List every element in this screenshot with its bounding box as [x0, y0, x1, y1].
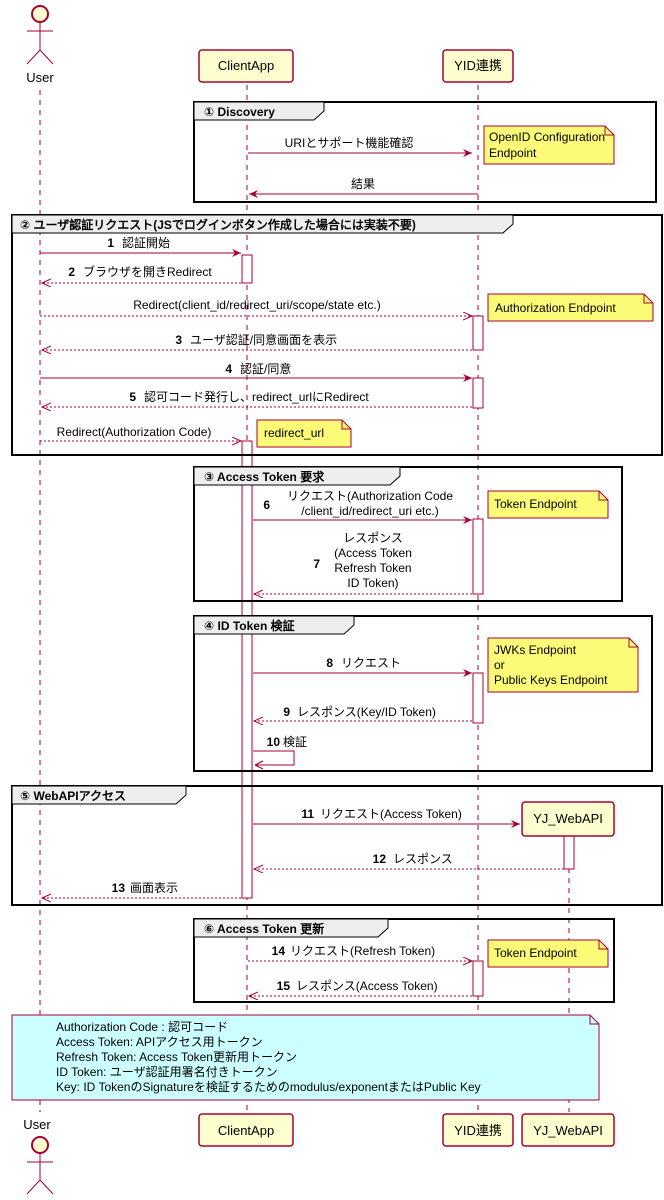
msg-14-num: 14: [272, 944, 286, 958]
group-discovery-label: ① Discovery: [204, 105, 275, 119]
msg-1: 認証開始: [122, 235, 170, 250]
msg-14: リクエスト(Refresh Token): [290, 944, 435, 958]
webapi-box-created: [521, 801, 615, 837]
msg-8-num: 8: [326, 656, 333, 670]
group-access-token-request: ③ Access Token 要求: [193, 466, 623, 602]
group-webapi-access: ⑤ WebAPIアクセス: [11, 785, 663, 906]
msg-discovery-result: 結果: [351, 177, 375, 191]
msg-10: 検証: [283, 735, 307, 749]
msg-11-num: 11: [301, 807, 314, 821]
note-openid-config: OpenID Configuration Endpoint: [483, 125, 615, 165]
msg-13: 画面表示: [130, 881, 178, 895]
note-token-endpoint-2-text: Token Endpoint: [494, 946, 577, 960]
note-token-endpoint-1: Token Endpoint: [487, 490, 609, 519]
msg-11: リクエスト(Access Token): [320, 807, 462, 821]
yid-box-top: [442, 49, 514, 83]
webapi-box-bottom: [521, 1113, 615, 1147]
legend-line-2: Access Token: APIアクセス用トークン: [56, 1035, 263, 1049]
msg-4-num: 4: [225, 362, 232, 376]
msg-6-line1: リクエスト(Authorization Code: [287, 489, 453, 503]
user-label-bottom: User: [23, 1117, 51, 1132]
activation-yid-4: [472, 672, 484, 724]
legend-line-4: ID Token: ユーザ認証用署名付きトークン: [56, 1064, 278, 1079]
msg-6-line2: /client_id/redirect_uri etc.): [301, 504, 438, 518]
group-auth-request-label: ② ユーザ認証リクエスト(JSでログインボタン作成した場合には実装不要): [20, 217, 416, 232]
group-access-token-refresh: ⑥ Access Token 更新: [193, 918, 615, 1003]
activation-clientapp-main: [241, 440, 253, 899]
note-jwks-line2: or: [494, 658, 505, 672]
activation-clientapp-1: [241, 254, 253, 284]
user-label-top: User: [26, 70, 54, 85]
activation-yid-3: [472, 518, 484, 595]
msg-12: レスポンス: [393, 852, 453, 866]
legend-line-1: Authorization Code : 認可コード: [56, 1019, 228, 1034]
msg-15: レスポンス(Access Token): [296, 979, 438, 993]
note-redirect-url: redirect_url: [256, 419, 352, 448]
msg-12-num: 12: [373, 852, 387, 866]
yid-box-bottom: [442, 1113, 514, 1147]
msg-13-num: 13: [112, 881, 126, 895]
msg-3: ユーザ認証/同意画面を表示: [190, 332, 337, 347]
yid-label-bottom: YID連携: [454, 1123, 502, 1138]
activation-yid-5: [472, 960, 484, 997]
group-id-token-verify-label: ④ ID Token 検証: [204, 618, 295, 633]
msg-1-num: 1: [107, 236, 114, 250]
arrow-10-head: [254, 760, 264, 770]
msg-2: ブラウザを開きRedirect: [83, 264, 212, 279]
webapi-label-bottom: YJ_WebAPI: [533, 1123, 603, 1138]
group-access-token-refresh-label: ⑥ Access Token 更新: [204, 921, 324, 936]
group-access-token-request-label: ③ Access Token 要求: [204, 469, 325, 484]
note-token-endpoint-1-text: Token Endpoint: [494, 497, 577, 511]
msg-discovery-request: URIとサポート機能確認: [285, 135, 414, 150]
msg-3-num: 3: [175, 333, 182, 347]
clientapp-label-bottom: ClientApp: [218, 1123, 274, 1138]
user-actor-bottom-icon: [26, 1136, 54, 1195]
note-jwks-endpoint: JWKs Endpoint or Public Keys Endpoint: [487, 637, 639, 693]
note-authorization-endpoint: Authorization Endpoint: [487, 293, 654, 322]
msg-7-line1: レスポンス: [343, 531, 403, 545]
group-id-token-verify: ④ ID Token 検証: [193, 615, 653, 772]
msg-5-num: 5: [129, 390, 136, 404]
msg-4: 認証/同意: [240, 361, 291, 376]
activation-yid-1: [472, 315, 484, 351]
msg-redirect-1: Redirect(client_id/redirect_uri/scope/st…: [133, 298, 380, 312]
clientapp-box-top: [198, 49, 294, 83]
webapi-label-created: YJ_WebAPI: [533, 811, 603, 826]
msg-5: 認可コード発行し、redirect_urlにRedirect: [144, 389, 369, 404]
group-webapi-access-label: ⑤ WebAPIアクセス: [20, 789, 126, 803]
msg-10-num: 10: [267, 735, 281, 749]
note-openid-line1: OpenID Configuration: [489, 130, 605, 144]
note-redirect-url-text: redirect_url: [264, 426, 324, 440]
group-discovery: ① Discovery: [193, 101, 657, 203]
clientapp-box-bottom: [198, 1113, 294, 1147]
legend-line-3: Refresh Token: Access Token更新用トークン: [56, 1049, 297, 1064]
legend-line-5: Key: ID TokenのSignatureを検証するためのmodulus/e…: [56, 1080, 481, 1094]
user-actor-top-icon: [26, 5, 54, 65]
arrow-10-self: [253, 750, 295, 766]
clientapp-label-top: ClientApp: [218, 58, 274, 73]
note-jwks-line3: Public Keys Endpoint: [494, 673, 608, 687]
activation-webapi-1: [563, 832, 575, 870]
msg-7-line3: Refresh Token: [334, 561, 411, 575]
msg-2-num: 2: [68, 265, 75, 279]
activation-yid-2: [472, 377, 484, 409]
note-jwks-line1: JWKs Endpoint: [494, 643, 577, 657]
msg-15-num: 15: [277, 979, 291, 993]
msg-9-num: 9: [283, 705, 290, 719]
msg-redirect-2: Redirect(Authorization Code): [57, 425, 212, 439]
msg-8: リクエスト: [341, 656, 401, 670]
yid-label-top: YID連携: [454, 58, 502, 73]
note-auth-endpoint-text: Authorization Endpoint: [495, 301, 616, 315]
note-token-endpoint-2: Token Endpoint: [487, 939, 609, 968]
group-auth-request: ② ユーザ認証リクエスト(JSでログインボタン作成した場合には実装不要): [11, 214, 663, 456]
msg-7-line4: ID Token): [347, 576, 398, 590]
msg-6-num: 6: [263, 498, 270, 512]
note-openid-line2: Endpoint: [489, 146, 537, 160]
msg-7-line2: (Access Token: [334, 546, 412, 560]
msg-9: レスポンス(Key/ID Token): [297, 705, 436, 719]
msg-7-num: 7: [313, 557, 320, 571]
legend-note: Authorization Code : 認可コード Access Token:…: [11, 1014, 600, 1101]
